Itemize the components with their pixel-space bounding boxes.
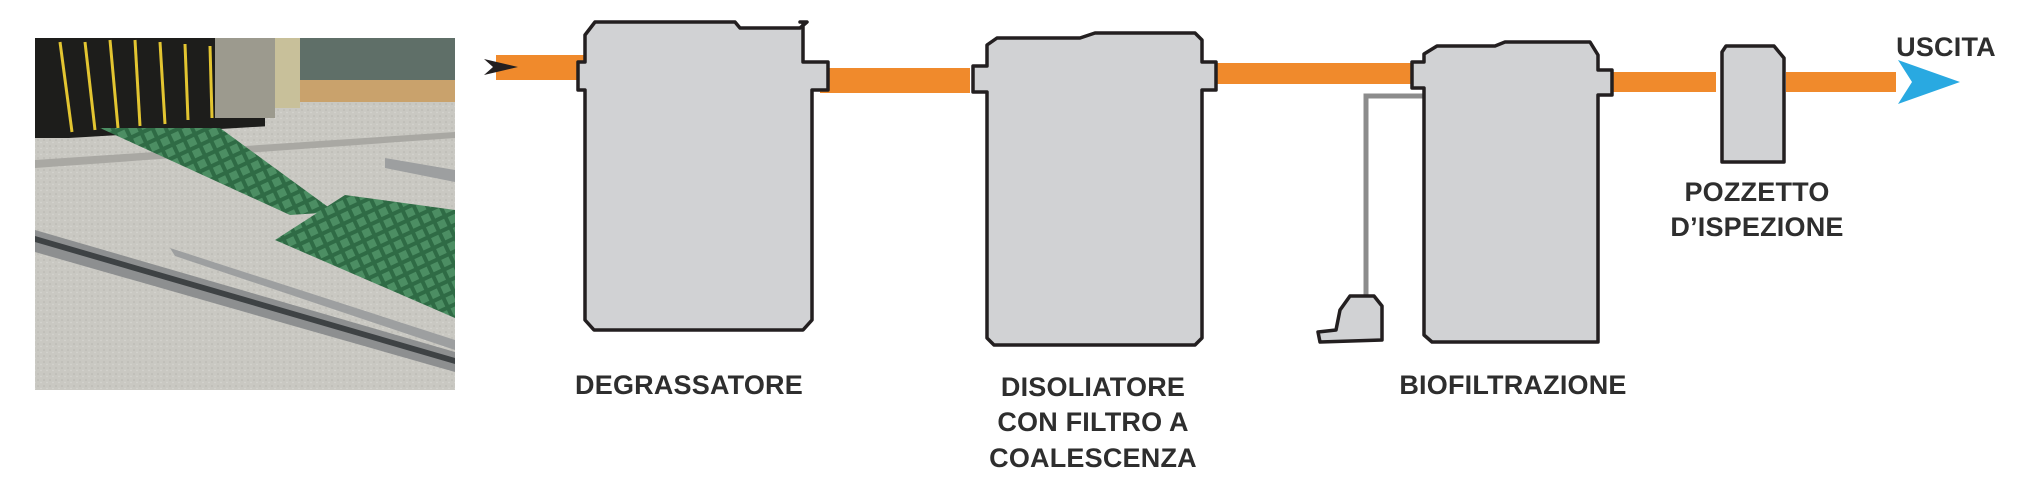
- tank-degrassatore: [576, 20, 830, 332]
- label-disoliatore-line2: CON FILTRO A: [997, 407, 1188, 437]
- pump-pipe: [1363, 93, 1425, 300]
- pipe-segment-1: [820, 68, 970, 93]
- label-degrassatore: DEGRASSATORE: [575, 370, 803, 400]
- label-disoliatore-line1: DISOLIATORE: [1001, 372, 1185, 402]
- pump-icon: [1316, 294, 1384, 344]
- tank-biofiltrazione: [1410, 40, 1614, 344]
- label-pozzetto-line1: POZZETTO: [1684, 177, 1829, 207]
- label-disoliatore-line3: COALESCENZA: [989, 443, 1197, 473]
- pozzetto-ispezione: [1720, 44, 1786, 164]
- pipe-segment-2: [1212, 63, 1420, 84]
- label-biofiltrazione: BIOFILTRAZIONE: [1399, 370, 1626, 400]
- tank-disoliatore: [971, 31, 1218, 347]
- label-pozzetto-line2: D’ISPEZIONE: [1670, 212, 1843, 242]
- exit-arrow-icon: [1898, 60, 1960, 104]
- pipe-segment-3: [1608, 72, 1716, 92]
- car-wash-photo: [35, 38, 455, 390]
- label-exit: USCITA: [1896, 32, 1996, 62]
- pipe-segment-outlet: [1786, 72, 1896, 92]
- inlet-arrow-icon: [484, 59, 518, 75]
